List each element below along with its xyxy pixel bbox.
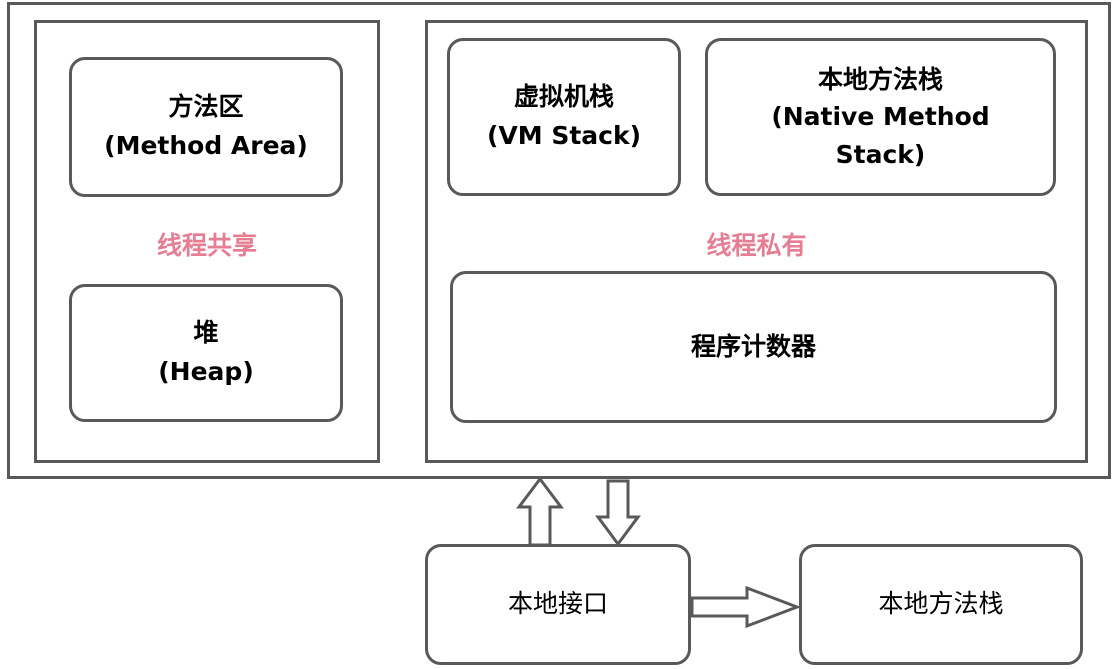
heap-title: 堆	[193, 318, 219, 348]
heap-box	[69, 284, 343, 422]
method-area-label: 方法区 (Method Area)	[69, 57, 343, 197]
program-counter-label: 程序计数器	[450, 271, 1057, 423]
up-arrow-icon	[516, 476, 564, 547]
program-counter-title: 程序计数器	[690, 331, 816, 361]
thread-private-label: 线程私有	[706, 231, 807, 260]
right-arrow-icon	[690, 585, 802, 629]
thread-shared-label: 线程共享	[156, 231, 257, 260]
down-arrow-icon	[595, 479, 641, 547]
heap-subtitle: (Heap)	[158, 357, 254, 386]
native-interface-text: 本地接口	[507, 589, 608, 619]
vm-stack-subtitle: (VM Stack)	[486, 121, 642, 150]
native-method-stack-label: 本地方法栈 (Native Method Stack)	[705, 38, 1056, 196]
native-interface-box	[425, 544, 691, 665]
native-method-stack-line2: (Native Method	[771, 102, 990, 132]
heap-label: 堆 (Heap)	[69, 284, 343, 422]
vm-stack-box	[447, 38, 681, 196]
method-area-box	[69, 57, 343, 197]
program-counter-box	[450, 271, 1057, 423]
native-method-library-label: 本地方法栈	[799, 544, 1083, 665]
native-method-stack-box	[705, 38, 1056, 196]
native-method-library-text: 本地方法栈	[878, 589, 1004, 619]
vm-stack-label: 虚拟机栈 (VM Stack)	[447, 38, 681, 196]
native-method-library-box	[799, 544, 1083, 665]
native-interface-label: 本地接口	[425, 544, 691, 665]
native-method-stack-title: 本地方法栈	[817, 64, 943, 94]
vm-stack-title: 虚拟机栈	[513, 82, 614, 112]
native-method-stack-line3: Stack)	[835, 139, 926, 169]
method-area-title: 方法区	[168, 92, 244, 122]
method-area-subtitle: (Method Area)	[104, 131, 308, 160]
